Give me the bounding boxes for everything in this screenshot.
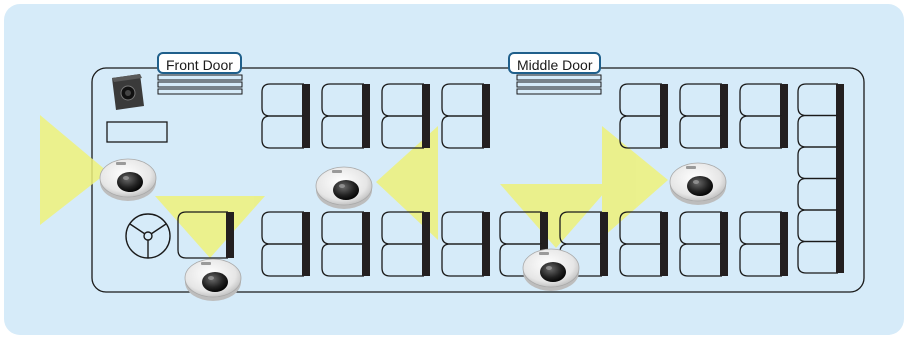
coverage-cone-4: [500, 184, 612, 248]
seat-pair-bottom-7-a: [619, 211, 668, 245]
seat-pair-top-5-b: [619, 115, 668, 149]
seat-back-row-2: [797, 114, 844, 148]
seat-pair-top-6-a: [679, 83, 728, 117]
middle-door-steps: [516, 74, 602, 95]
seat-pair-top-2-b: [321, 115, 370, 149]
seat-pair-top-1-a: [261, 83, 310, 117]
dome-camera-1: [99, 158, 157, 201]
seat-pair-bottom-7-b: [619, 243, 668, 277]
seat-pair-bottom-1-b: [261, 243, 310, 277]
coverage-cone-1: [40, 115, 108, 225]
seat-back-row-6: [797, 240, 844, 274]
seat-pair-top-6-b: [679, 115, 728, 149]
seat-pair-bottom-4-b: [441, 243, 490, 277]
seat-back-row-1: [797, 83, 844, 117]
seat-pair-bottom-3-b: [381, 243, 430, 277]
seating-area: [177, 83, 844, 277]
seat-pair-bottom-9-b: [739, 243, 788, 277]
seat-single-front: [177, 211, 234, 259]
seat-pair-bottom-4-a: [441, 211, 490, 245]
seat-back-row-3: [797, 146, 844, 180]
seat-pair-bottom-2-b: [321, 243, 370, 277]
seat-pair-bottom-1-a: [261, 211, 310, 245]
seat-pair-top-3-b: [381, 115, 430, 149]
seat-pair-bottom-2-a: [321, 211, 370, 245]
seat-pair-top-2-a: [321, 83, 370, 117]
dashboard-panel: [106, 121, 168, 143]
seat-pair-bottom-9-a: [739, 211, 788, 245]
dome-cameras: [99, 158, 727, 301]
front-door-steps: [157, 74, 243, 95]
dome-camera-4: [522, 248, 580, 291]
dome-camera-2: [184, 258, 242, 301]
coverage-cone-2: [155, 196, 265, 258]
front-door-label: Front Door: [157, 52, 242, 74]
seat-pair-top-4-b: [441, 115, 490, 149]
seat-pair-bottom-8-b: [679, 243, 728, 277]
seat-back-row-5: [797, 209, 844, 243]
dome-camera-3: [315, 166, 373, 209]
seat-pair-bottom-6-a: [559, 211, 608, 245]
seat-pair-top-4-a: [441, 83, 490, 117]
seat-back-row-4: [797, 177, 844, 211]
box-camera-icon: [112, 74, 144, 110]
seat-pair-bottom-8-a: [679, 211, 728, 245]
seat-pair-top-3-a: [381, 83, 430, 117]
steering-wheel-icon: [125, 213, 171, 259]
seat-pair-bottom-3-a: [381, 211, 430, 245]
seat-pair-bottom-5-a: [499, 211, 548, 245]
middle-door-label: Middle Door: [508, 52, 602, 74]
seat-pair-top-7-b: [739, 115, 788, 149]
seat-pair-top-7-a: [739, 83, 788, 117]
coverage-cone-5: [602, 126, 668, 238]
seat-pair-top-1-b: [261, 115, 310, 149]
dome-camera-5: [669, 162, 727, 205]
seat-pair-top-5-a: [619, 83, 668, 117]
coverage-cones: [40, 115, 668, 258]
